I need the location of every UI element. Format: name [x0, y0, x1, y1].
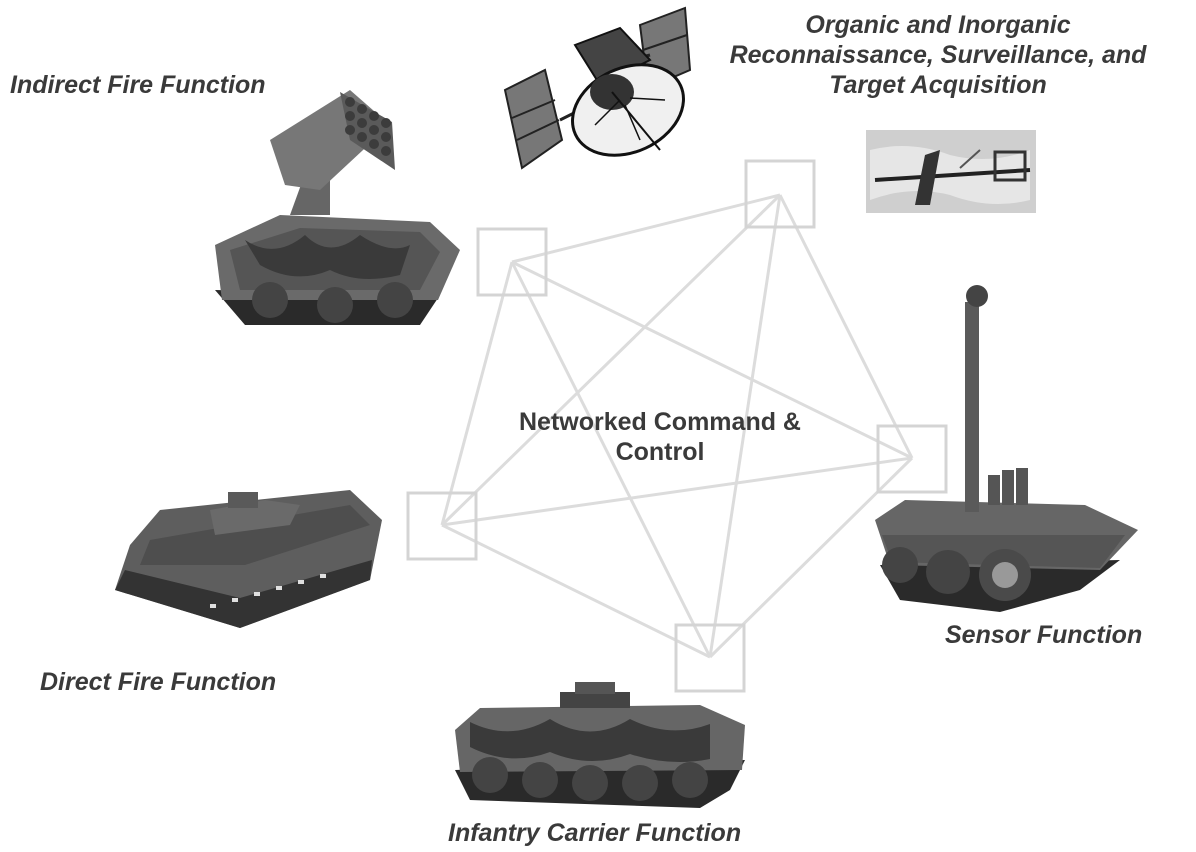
infantry-carrier-node	[674, 623, 746, 693]
indirect-fire-node	[476, 227, 548, 297]
network-command-label-line-2: Control	[615, 438, 705, 466]
direct-fire-node	[406, 491, 478, 561]
uav-photo	[866, 130, 1036, 213]
indirect-fire-label-text: Indirect Fire Function	[10, 71, 266, 99]
rsta-label: Organic and Inorganic Reconnaissance, Su…	[688, 10, 1188, 100]
infantry-carrier-vehicle	[455, 682, 745, 808]
link-infantry-direct	[441, 523, 711, 659]
network-command-label-line-1: Networked Command &	[519, 408, 801, 436]
direct-fire-label: Direct Fire Function	[40, 667, 276, 697]
network-nodes	[406, 159, 948, 693]
link-rsta-infantry	[708, 194, 782, 658]
direct-fire-label-text: Direct Fire Function	[40, 668, 277, 696]
link-indirect-sensor	[511, 260, 913, 460]
sensor-node	[876, 424, 948, 494]
rsta-label-line-2: Reconnaissance, Surveillance, and	[729, 41, 1147, 69]
rsta-label-line-1: Organic and Inorganic	[805, 11, 1071, 39]
direct-fire-vehicle	[115, 490, 382, 628]
link-rsta-sensor	[778, 194, 914, 459]
link-sensor-infantry	[708, 456, 914, 659]
sensor-label-text: Sensor Function	[945, 621, 1143, 649]
indirect-fire-vehicle	[215, 90, 460, 325]
link-sensor-direct	[441, 456, 913, 527]
sensor-vehicle	[875, 285, 1138, 612]
link-indirect-infantry	[510, 261, 712, 658]
satellite-icon	[503, 6, 692, 170]
link-rsta-direct	[440, 193, 782, 527]
indirect-fire-label: Indirect Fire Function	[10, 70, 266, 100]
infantry-carrier-label-text: Infantry Carrier Function	[448, 819, 742, 847]
infantry-carrier-label: Infantry Carrier Function	[448, 818, 741, 848]
network-links	[440, 193, 914, 659]
sensor-label: Sensor Function	[945, 620, 1142, 650]
network-command-label: Networked Command & Control	[470, 407, 850, 467]
rsta-label-line-3: Target Acquisition	[829, 71, 1047, 99]
link-indirect-direct	[440, 261, 514, 526]
link-indirect-rsta	[511, 193, 781, 264]
rsta-node	[744, 159, 816, 229]
